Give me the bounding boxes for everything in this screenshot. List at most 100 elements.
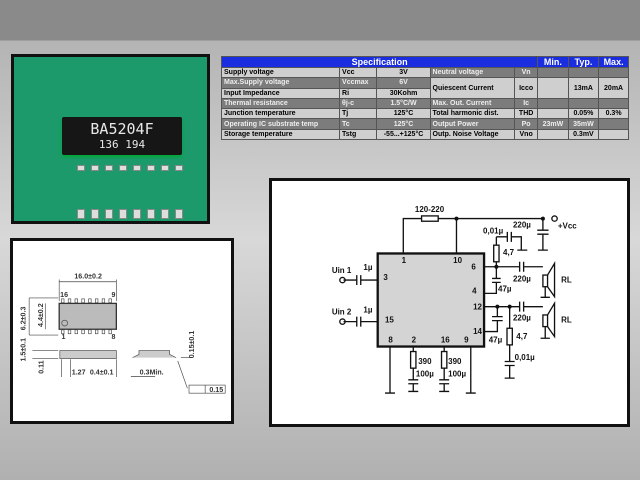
spec-value: 125°C [376, 118, 431, 130]
dim-pitch: 1.27 [72, 368, 86, 376]
spec-symbol: θj-c [339, 97, 378, 110]
package-pin [108, 329, 112, 335]
ic-pin-number: 6 [471, 262, 476, 271]
spec-max [598, 66, 629, 79]
ic-pin-number: 3 [383, 273, 388, 282]
spec-symbol: Po [514, 118, 539, 130]
chip-pin [175, 165, 183, 171]
pin16-label: 16 [60, 291, 68, 299]
package-pin [74, 329, 78, 335]
package-pin [101, 298, 106, 304]
spec-symbol: Ri [339, 87, 378, 99]
spec-max [598, 97, 629, 110]
c-in2-label: 1µ [363, 306, 372, 315]
c-boot1-label: 47µ [498, 285, 512, 294]
pin8-label: 8 [112, 333, 116, 341]
pin1-label: 1 [61, 333, 65, 341]
spec-value: 1.5°C/W [376, 97, 431, 110]
r-feedback-label: 120-220 [415, 205, 445, 214]
spec-value: 6V [376, 77, 431, 89]
spec-symbol: Tc [339, 118, 378, 130]
ic-pin-number: 2 [412, 336, 417, 345]
spec-value: 30Kohm [376, 87, 431, 99]
dim-total-width: 6.2±0.3 [19, 307, 27, 331]
rl1-label: RL [561, 276, 572, 285]
spec-symbol: Vcc [339, 66, 378, 79]
spec-min [537, 108, 569, 120]
package-dimensions-svg: 16.0±0.2 16 9 1 8 6.2±0.3 4.4±0.2 1.5±0.… [19, 273, 226, 394]
spec-max: 0.3% [598, 108, 629, 120]
application-circuit: 120-220 +Vcc 220µ 0,01µ 4,7 220µ 47µ 220… [269, 178, 630, 427]
chip-photo: BA5204F 136 194 [11, 54, 210, 224]
spec-symbol: Vn [514, 66, 539, 79]
chip-marking: BA5204F [90, 120, 154, 138]
package-pin [61, 298, 65, 304]
spec-min [537, 97, 569, 110]
chip-pin [119, 165, 127, 171]
uin1-label: Uin 1 [332, 266, 352, 275]
spec-typ: 13mA [567, 77, 600, 99]
vcc-label: +Vcc [558, 222, 577, 231]
spec-symbol: Tj [339, 108, 378, 120]
spec-symbol: THD [514, 108, 539, 120]
c-out2-label: 220µ [513, 314, 531, 323]
dim-standoff: 0.11 [38, 360, 46, 373]
c-vcc-label: 220µ [513, 221, 531, 230]
spec-parameter: Quiescent Current [429, 77, 516, 99]
chip-pin [161, 165, 169, 171]
dim-height: 1.5±0.1 [19, 338, 27, 362]
spec-typ: 0.05% [567, 108, 600, 120]
ic-pin-number: 4 [472, 286, 477, 295]
r16-label: 390 [448, 357, 462, 366]
c-zobel2-label: 0,01µ [515, 353, 536, 362]
dim-lead-width: 0.4±0.1 [90, 368, 114, 376]
ic-chip: BA5204F 136 194 [62, 117, 182, 155]
spec-max [598, 118, 629, 130]
chip-pin [133, 209, 141, 219]
spec-symbol: Icco [514, 77, 539, 99]
package-pin [88, 298, 92, 304]
spec-symbol: Vno [514, 128, 539, 141]
spec-parameter: Total harmonic dist. [429, 108, 516, 120]
spec-value: 125°C [376, 108, 431, 120]
ic-pin-number: 9 [464, 336, 469, 345]
spec-typ: 0.3mV [567, 128, 600, 141]
r-zobel2-label: 4,7 [516, 332, 528, 341]
c-zobel1-label: 0,01µ [483, 227, 504, 236]
ic-pin-number: 1 [402, 256, 407, 265]
package-pin [95, 329, 99, 335]
spec-value: 3V [376, 66, 431, 79]
spec-max: 20mA [598, 77, 629, 99]
package-pin [67, 329, 72, 335]
c-in1-label: 1µ [363, 263, 372, 272]
chip-pin [147, 165, 155, 171]
spec-parameter: Storage temperature [220, 128, 341, 141]
package-pin [88, 329, 92, 335]
spec-min: 23mW [537, 118, 569, 130]
c2-label: 100µ [416, 369, 434, 378]
spec-symbol: Tstg [339, 128, 378, 141]
package-pin [67, 298, 72, 304]
dim-length: 16.0±0.2 [74, 273, 102, 281]
spec-min [537, 77, 569, 99]
spec-parameter: Junction temperature [220, 108, 341, 120]
spec-column-header: Max. [598, 56, 629, 68]
c-boot2-label: 47µ [489, 336, 503, 345]
spec-parameter: Supply voltage [220, 66, 341, 79]
spec-max [598, 128, 629, 141]
package-drawing: 16.0±0.2 16 9 1 8 6.2±0.3 4.4±0.2 1.5±0.… [10, 238, 234, 424]
r-zobel1-label: 4,7 [503, 248, 515, 257]
dim-lead-thickness: 0.15±0.1 [188, 331, 196, 359]
dim-body-width: 4.4±0.2 [37, 303, 45, 327]
ic-pin-number: 8 [388, 336, 393, 345]
package-pin [95, 298, 99, 304]
rl2-label: RL [561, 316, 572, 325]
r2-label: 390 [418, 357, 432, 366]
dim-coplanarity: 0.15 [209, 386, 223, 394]
chip-lot-code: 136 194 [98, 138, 146, 151]
spec-parameter: Input Impedance [220, 87, 341, 99]
package-pin [81, 298, 85, 304]
schematic-svg: 120-220 +Vcc 220µ 0,01µ 4,7 220µ 47µ 220… [332, 205, 577, 394]
